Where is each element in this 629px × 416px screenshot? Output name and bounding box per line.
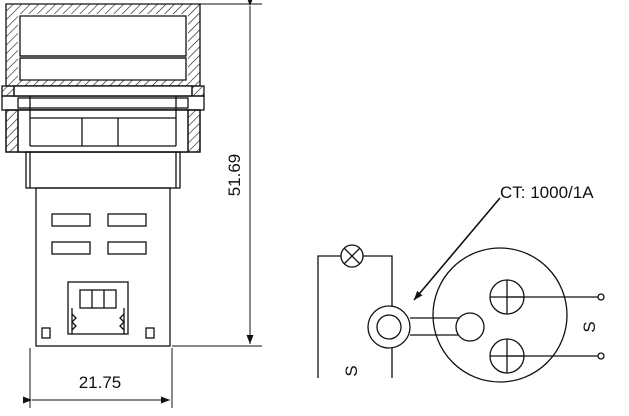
- width-dimension: [23, 348, 173, 408]
- neck: [25, 151, 181, 189]
- lamp-symbol: [340, 244, 364, 268]
- current-transformer: [367, 305, 411, 349]
- width-label: 21.75: [79, 373, 122, 392]
- height-dimension: [172, 0, 262, 347]
- supply-wire-left: [317, 255, 341, 378]
- body: [35, 187, 171, 347]
- bezel-ring: [1, 85, 205, 111]
- threaded-collar: [5, 109, 201, 153]
- meter-rear-face: [432, 247, 568, 383]
- ct-label: CT: 1000/1A: [500, 183, 594, 202]
- cap-outline: [5, 3, 201, 87]
- ct-pointer-arrow: [413, 197, 501, 301]
- wiring-diagram: [317, 197, 605, 383]
- supply-label-left: S: [342, 365, 361, 376]
- height-label: 51.69: [225, 154, 244, 197]
- device-side-view: [1, 3, 205, 347]
- terminal-dot-top: [597, 293, 605, 301]
- terminal-dot-bottom: [597, 352, 605, 360]
- supply-wire-to-ct: [363, 255, 393, 306]
- supply-label-right: S: [580, 321, 599, 332]
